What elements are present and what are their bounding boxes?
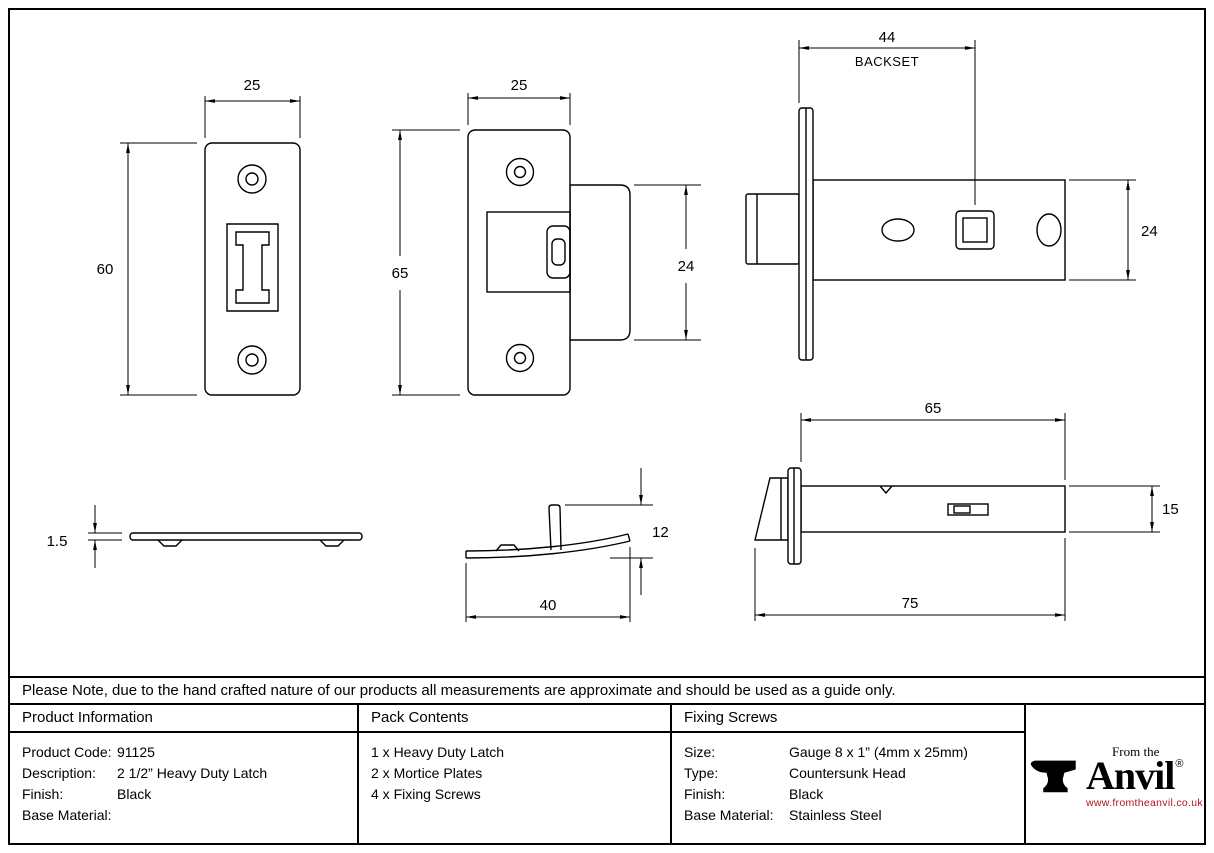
description-row: Description: 2 1/2” Heavy Duty Latch [22,763,357,784]
dim-strike-side-height: 12 [652,524,669,541]
brand-column: From the Anvil ® www.fromtheanvil.co.uk [1024,705,1204,843]
dim-body-height: 24 [1141,223,1158,240]
base-material-row: Base Material: [22,805,357,826]
brand-url: www.fromtheanvil.co.uk [1086,796,1203,809]
fixing-screws-header: Fixing Screws [672,705,1024,733]
dim-faceplate-width: 25 [244,77,261,94]
screw-base-material-row: Base Material: Stainless Steel [684,805,1024,826]
latch-side-view: 65 75 15 [754,400,1179,621]
info-table: Product Information Product Code: 91125 … [10,703,1204,843]
measurement-note-row: Please Note, due to the hand crafted nat… [10,676,1204,703]
faceplate-front-view: 25 60 [97,77,301,396]
screw-finish-label: Finish: [684,786,726,802]
product-information-column: Product Information Product Code: 91125 … [10,705,357,843]
dim-latch-total-length: 75 [902,595,919,612]
base-material-label: Base Material: [22,807,112,823]
faceplate-side-view: 1.5 [47,505,363,568]
pack-item: 1 x Heavy Duty Latch [371,744,505,760]
fixing-screws-column: Fixing Screws Size: Gauge 8 x 1” (4mm x … [670,705,1024,843]
pack-contents-header: Pack Contents [359,705,670,733]
screw-finish-row: Finish: Black [684,784,1024,805]
screw-size-value: Gauge 8 x 1” (4mm x 25mm) [789,744,968,760]
finish-row: Finish: Black [22,784,357,805]
dim-backset-value: 44 [879,29,896,46]
product-information-header: Product Information [10,705,357,733]
pack-item: 4 x Fixing Screws [371,786,481,802]
registered-mark: ® [1175,757,1184,770]
screw-size-label: Size: [684,744,716,760]
brand-tagline: From the [1112,743,1160,759]
pack-contents-column: Pack Contents 1 x Heavy Duty Latch 2 x M… [357,705,670,843]
screw-base-material-label: Base Material: [684,807,774,823]
brand-name: Anvil [1086,752,1175,798]
pack-item: 2 x Mortice Plates [371,765,483,781]
screw-base-material-value: Stainless Steel [789,807,882,823]
description-value: 2 1/2” Heavy Duty Latch [117,765,268,781]
description-label: Description: [22,765,96,781]
screw-type-label: Type: [684,765,719,781]
dim-latch-body-length: 65 [925,400,942,417]
dim-faceplate-height: 60 [97,261,114,278]
product-code-row: Product Code: 91125 [22,742,357,763]
brand-logo: From the Anvil ® www.fromtheanvil.co.uk [1026,705,1204,843]
screw-type-value: Countersunk Head [789,765,906,781]
finish-label: Finish: [22,786,64,802]
dim-latch-height: 15 [1162,501,1179,518]
product-code-label: Product Code: [22,744,112,760]
dim-strike-side-width: 40 [540,597,557,614]
dim-strike-height: 65 [392,265,409,282]
dim-faceplate-thickness: 1.5 [47,533,68,550]
strike-plate-front-view: 25 65 24 [392,77,701,396]
screw-type-row: Type: Countersunk Head [684,763,1024,784]
latch-body-top-view: 44 BACKSET 24 [745,29,1158,361]
product-code-value: 91125 [117,744,155,760]
dim-strike-lip-height: 24 [678,258,695,275]
dim-backset-label: BACKSET [855,54,919,69]
measurement-note: Please Note, due to the hand crafted nat… [22,682,896,699]
strike-plate-side-view: 40 12 [465,468,669,622]
anvil-icon [1030,760,1076,793]
screw-size-row: Size: Gauge 8 x 1” (4mm x 25mm) [684,742,1024,763]
dim-strike-width: 25 [511,77,528,94]
finish-value: Black [117,786,152,802]
technical-drawings: 25 60 25 65 24 [47,29,1179,622]
screw-finish-value: Black [789,786,824,802]
